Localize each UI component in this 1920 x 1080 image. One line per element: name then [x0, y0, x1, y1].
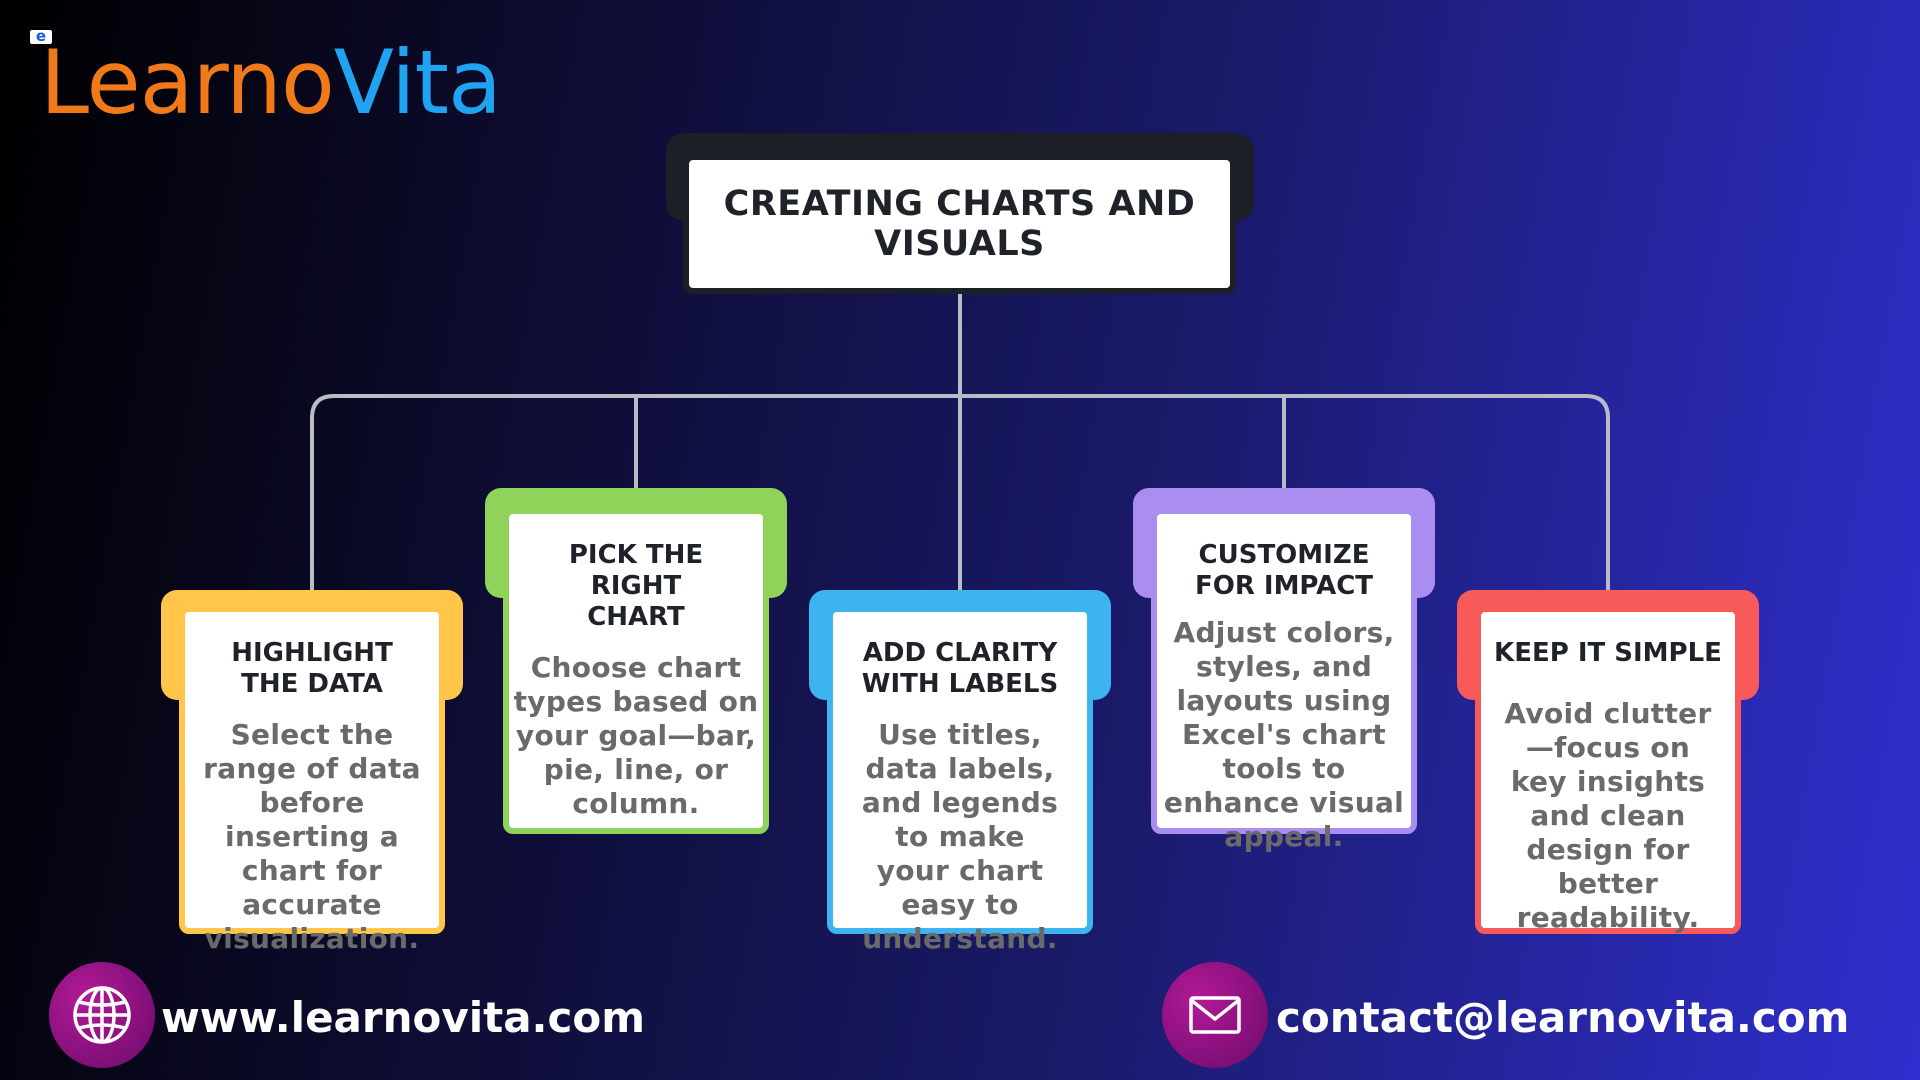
diagram-title: CREATING CHARTS AND VISUALS [723, 184, 1196, 264]
title-box: CREATING CHARTS AND VISUALS [683, 154, 1236, 294]
envelope-icon [1189, 996, 1241, 1034]
card-body: Adjust colors, styles, and layouts using… [1163, 616, 1405, 853]
logo-learno: Learno [40, 31, 335, 134]
logo-badge: e [30, 29, 52, 44]
card-highlight-data: HIGHLIGHT THE DATA Select the range of d… [179, 606, 445, 955]
envelope-circle [1162, 962, 1268, 1068]
logo-vita: Vita [333, 31, 502, 134]
card-heading: KEEP IT SIMPLE [1494, 638, 1722, 668]
card-pick-chart: PICK THE RIGHT CHART Choose chart types … [503, 508, 769, 834]
card-heading: HIGHLIGHT THE DATA [231, 638, 393, 699]
card-body: Select the range of data before insertin… [203, 718, 421, 955]
card-heading: CUSTOMIZE FOR IMPACT [1194, 540, 1374, 601]
email-link[interactable]: contact@learnovita.com [1276, 993, 1850, 1042]
card-body: Avoid clutter—focus on key insights and … [1504, 697, 1712, 934]
website-link[interactable]: www.learnovita.com [161, 993, 646, 1042]
globe-circle [49, 962, 155, 1068]
card-customize: CUSTOMIZE FOR IMPACT Adjust colors, styl… [1151, 508, 1417, 853]
globe-icon [73, 986, 131, 1044]
card-body: Use titles, data labels, and legends to … [861, 718, 1059, 955]
card-heading: PICK THE RIGHT CHART [568, 540, 704, 632]
card-keep-simple: KEEP IT SIMPLE Avoid clutter—focus on ke… [1475, 606, 1741, 934]
card-add-clarity: ADD CLARITY WITH LABELS Use titles, data… [827, 606, 1093, 955]
card-heading: ADD CLARITY WITH LABELS [861, 638, 1059, 699]
card-body: Choose chart types based on your goal—ba… [513, 651, 759, 820]
